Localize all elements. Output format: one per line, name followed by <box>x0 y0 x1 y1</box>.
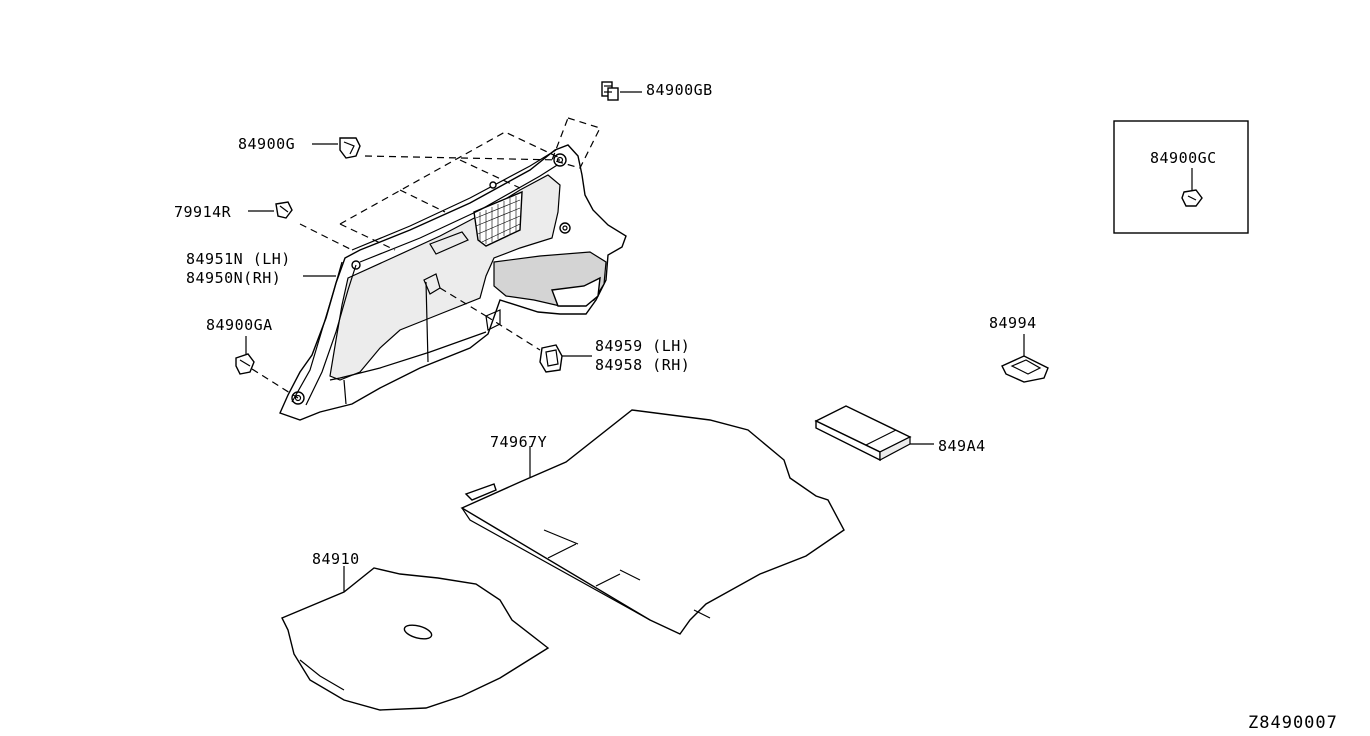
box-849A4-icon <box>814 405 934 462</box>
luggage-floor-mat-84910 <box>281 566 550 711</box>
access-lid-icon <box>539 344 563 373</box>
luggage-side-trim-panel <box>279 144 627 421</box>
clip-84900GA-icon <box>235 353 255 375</box>
label-84958: 84958 (RH) <box>595 356 690 374</box>
label-84951N: 84951N (LH) <box>186 250 291 268</box>
clip-79914R-icon <box>275 201 293 219</box>
label-74967Y: 74967Y <box>490 433 547 451</box>
label-84900GA: 84900GA <box>206 316 273 334</box>
inset-box-84900GC <box>1113 120 1249 234</box>
label-84900GC: 84900GC <box>1150 149 1217 167</box>
label-84994: 84994 <box>989 314 1037 332</box>
hook-84994-icon <box>1001 334 1049 383</box>
dashed-assembly-lines <box>251 117 601 399</box>
diagram-id: Z8490007 <box>1248 713 1338 733</box>
speaker-grille-hatch <box>475 196 521 244</box>
luggage-floor-mat-74967Y <box>460 409 845 635</box>
label-84959: 84959 (LH) <box>595 337 690 355</box>
label-79914R: 79914R <box>174 203 232 221</box>
label-84910: 84910 <box>312 550 360 568</box>
label-84900G: 84900G <box>238 135 295 153</box>
label-84950N: 84950N(RH) <box>186 269 281 287</box>
label-84900GB: 84900GB <box>646 81 713 99</box>
label-849A4: 849A4 <box>938 437 986 455</box>
clip-84900GB-icon <box>601 81 619 101</box>
clip-84900G-icon <box>339 137 361 159</box>
